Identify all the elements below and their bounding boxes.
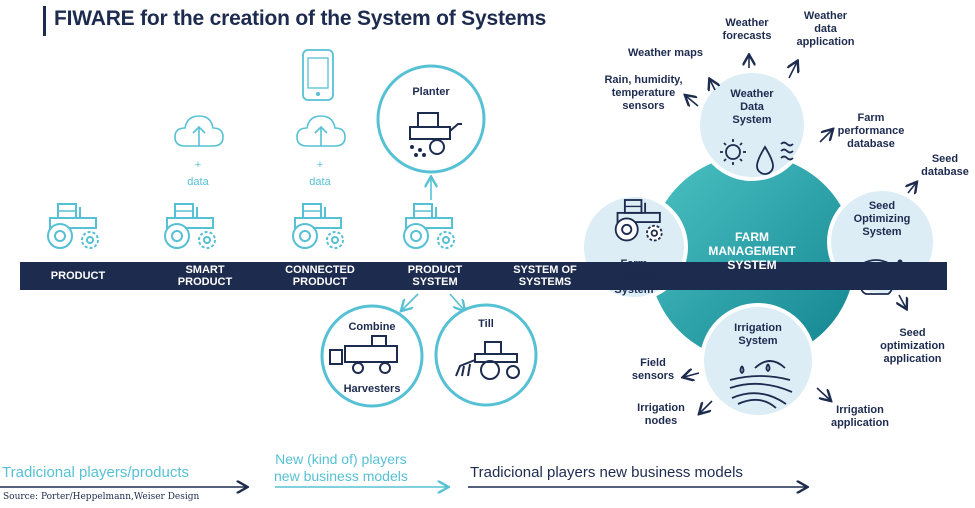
stage-product: PRODUCT	[50, 270, 106, 282]
irrigation-app-annotation: Irrigation application	[830, 404, 890, 429]
stage-connected-product: CONNECTED PRODUCT	[285, 264, 355, 288]
new-players-label: New (kind of) players new business model…	[274, 451, 408, 484]
stage-band	[20, 262, 947, 290]
connected-cloud-icon	[296, 115, 346, 147]
phone-icon	[302, 49, 334, 101]
planter-circle	[376, 64, 486, 174]
system-tractor-icon	[403, 203, 455, 249]
page-title: FIWARE for the creation of the System of…	[54, 7, 547, 30]
seed-app-annotation: Seed optimization application	[880, 327, 945, 365]
rain-sensors-annotation: Rain, humidity, temperature sensors	[604, 74, 683, 112]
till-icon	[455, 341, 520, 380]
smart-data-label: data	[187, 176, 209, 188]
smart-plus: +	[194, 159, 202, 171]
stage-system-of-systems: SYSTEM OF SYSTEMS	[513, 264, 577, 288]
stage-smart-product: SMART PRODUCT	[177, 264, 233, 288]
weather-system-label: Weather Data System	[730, 88, 774, 126]
farm-management-circle	[649, 155, 855, 361]
source-note: Source: Porter/Heppelmann,Weiser Design	[3, 492, 200, 502]
traditional-new-models-label: Tradicional players new business models	[470, 464, 743, 481]
combine-icon	[329, 335, 398, 374]
smart-cloud-icon	[174, 115, 224, 147]
farm-management-label: FARM MANAGEMENT SYSTEM	[708, 230, 796, 272]
weather-circle	[696, 69, 808, 181]
field-sensors-annotation: Field sensors	[631, 357, 675, 382]
title-accent-bar	[43, 6, 46, 36]
planter-icon	[409, 112, 462, 157]
equipment-system-label: Farm Equipment System	[605, 258, 663, 296]
planter-label: Planter	[412, 86, 450, 98]
harvesters-label: Harvesters	[343, 383, 401, 395]
seed-database-annotation: Seed database	[921, 153, 969, 178]
combine-label: Combine	[348, 321, 396, 333]
stage-product-system: PRODUCT SYSTEM	[407, 264, 463, 288]
weather-forecasts-annotation: Weather forecasts	[722, 17, 772, 42]
irrigation-nodes-annotation: Irrigation nodes	[637, 402, 685, 427]
irrigation-system-label: Irrigation System	[734, 322, 782, 347]
traditional-players-label: Tradicional players/products	[2, 464, 190, 481]
weather-app-annotation: Weather data application	[796, 10, 855, 48]
product-tractor-icon	[47, 203, 99, 249]
combine-circle	[320, 304, 424, 408]
till-label: Till	[478, 318, 494, 330]
weather-maps-annotation: Weather maps	[628, 47, 703, 59]
farm-performance-annotation: Farm performance database	[837, 112, 905, 150]
connected-data-label: data	[309, 176, 331, 188]
seed-system-label: Seed Optimizing System	[853, 200, 911, 238]
smart-tractor-icon	[164, 203, 216, 249]
irrigation-field-icon	[729, 360, 793, 409]
weather-icons	[720, 139, 794, 175]
connected-tractor-icon	[292, 203, 344, 249]
connected-plus: +	[316, 159, 324, 171]
